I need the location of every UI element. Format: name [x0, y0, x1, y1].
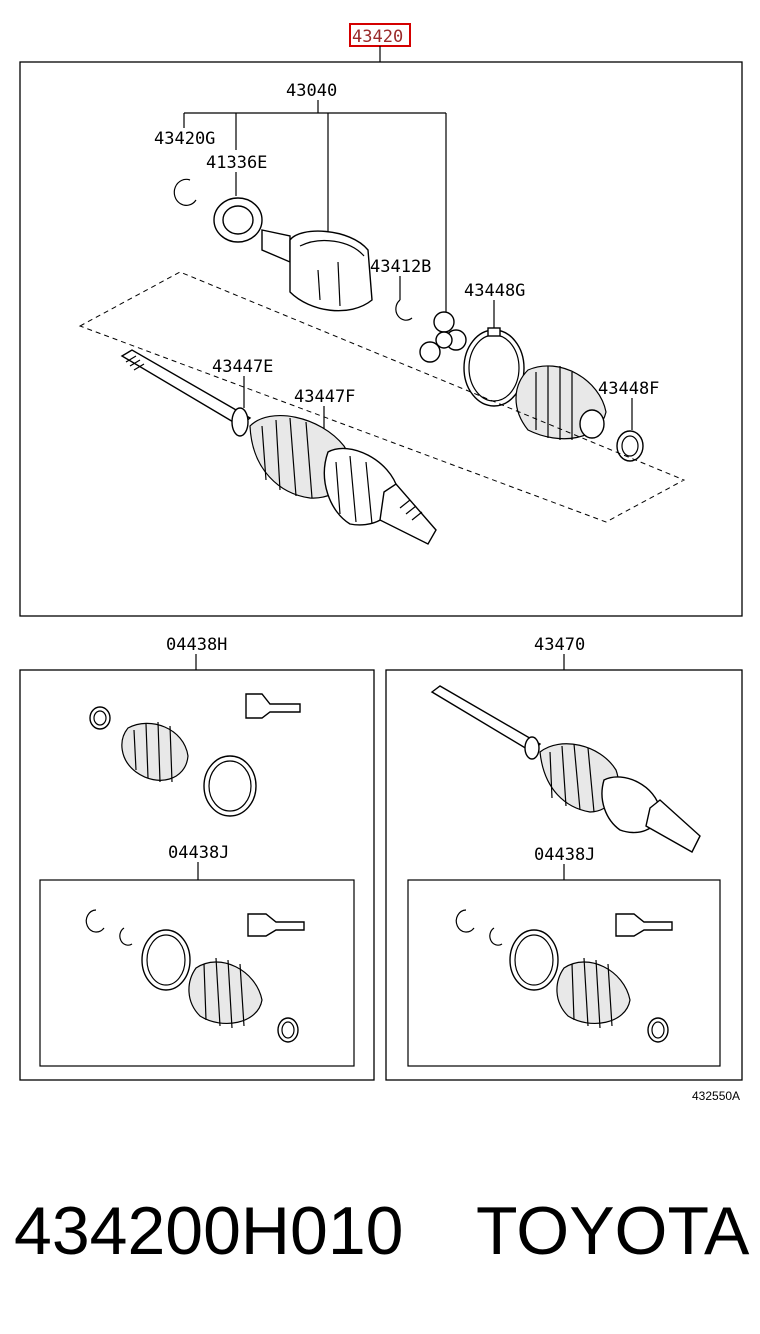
- right-inner-kit-box: [407, 879, 721, 1067]
- band-clamp-large-part: [463, 327, 525, 407]
- band-clamp-small-part: [616, 430, 644, 462]
- main-assembly-box: [19, 61, 743, 617]
- left-kit-parts: [89, 693, 301, 817]
- right-kit-box: [385, 669, 743, 1081]
- snap-ring-part: [173, 178, 197, 206]
- clip-ring-part: [395, 299, 413, 321]
- drive-shaft-part: [120, 349, 252, 437]
- figure-code: 432550A: [692, 1089, 740, 1103]
- outer-cv-joint-part: [249, 415, 437, 545]
- label-04438J-right[interactable]: 04438J: [534, 845, 595, 865]
- label-43447F[interactable]: 43447F: [294, 387, 355, 407]
- left-inner-kit-box: [39, 879, 355, 1067]
- joint-housing-part: [261, 229, 373, 312]
- inner-boot-part: [515, 365, 607, 440]
- label-43470[interactable]: 43470: [534, 635, 585, 655]
- left-kit-box: [19, 669, 375, 1081]
- label-04438H[interactable]: 04438H: [166, 635, 227, 655]
- part-number: 434200H010: [14, 1193, 404, 1269]
- left-inner-kit-parts: [85, 909, 305, 1043]
- label-43420G[interactable]: 43420G: [154, 129, 215, 149]
- right-kit-shaft: [430, 685, 701, 853]
- label-43447E[interactable]: 43447E: [212, 357, 273, 377]
- brand-name: TOYOTA: [476, 1193, 750, 1269]
- label-43040[interactable]: 43040: [286, 81, 337, 101]
- label-43448F[interactable]: 43448F: [598, 379, 659, 399]
- tripod-joint-part: [419, 311, 467, 363]
- label-41336E[interactable]: 41336E: [206, 153, 267, 173]
- dust-seal-part: [213, 197, 263, 243]
- label-04438J-left[interactable]: 04438J: [168, 843, 229, 863]
- right-inner-kit-parts: [455, 909, 673, 1043]
- label-43420[interactable]: 43420: [352, 27, 403, 47]
- subassembly-dashed-outline: [78, 271, 686, 523]
- label-43448G[interactable]: 43448G: [464, 281, 525, 301]
- parts-diagram: 43420 43040 43420G 41336E 43412B 43448G: [19, 23, 743, 1103]
- label-43412B[interactable]: 43412B: [370, 257, 431, 277]
